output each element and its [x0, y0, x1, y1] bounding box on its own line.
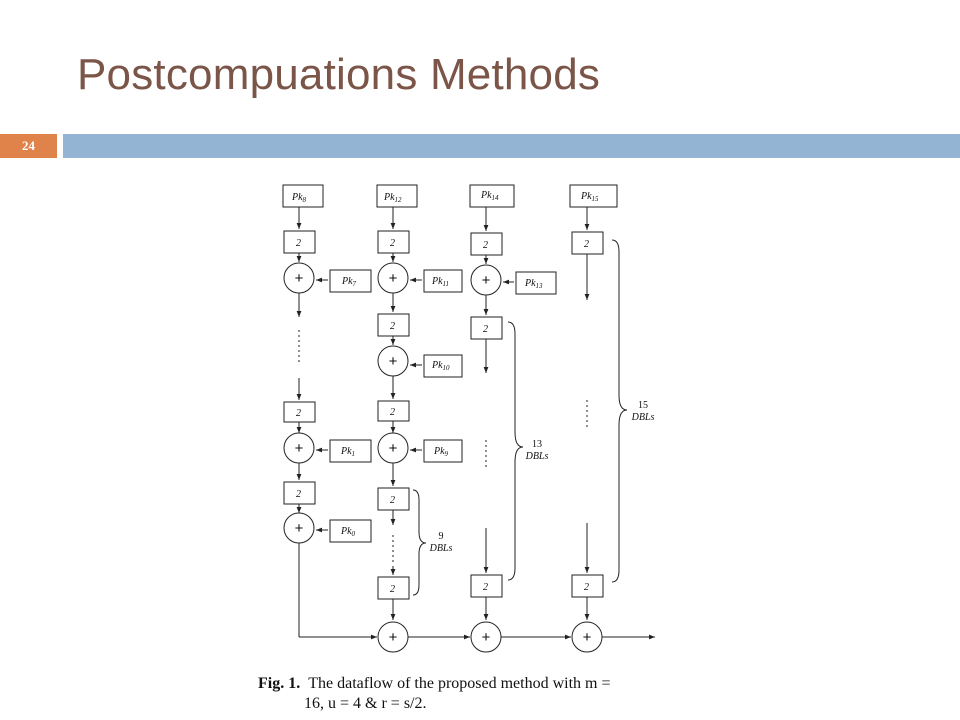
brace-15-dbls [611, 239, 628, 583]
adder-symbol: + [389, 270, 398, 287]
side-input-label-pk11: Pk11 [431, 276, 449, 288]
figure-label: Fig. 1. [258, 675, 301, 692]
brace-13-dbls [507, 321, 524, 581]
adder-symbol: + [482, 629, 491, 646]
brace-9-dbls [412, 489, 427, 596]
adder-symbol: + [389, 629, 398, 646]
adder-symbol: + [583, 629, 592, 646]
side-input-label-pk0: Pk0 [340, 526, 356, 538]
slide-title: Postcompuations Methods [77, 50, 601, 99]
brace-count-13: 13 [532, 439, 542, 450]
side-input-box-pk7 [329, 269, 372, 293]
brace-count-15: 15 [638, 400, 648, 411]
header-bar [63, 134, 960, 158]
side-input-box-pk10 [423, 354, 463, 378]
adder-symbol: + [295, 440, 304, 457]
side-input-label-pk10: Pk10 [431, 360, 450, 372]
dbl-label: 2 [483, 324, 488, 335]
dbl-label: 2 [390, 584, 395, 595]
adder-symbol: + [295, 520, 304, 537]
dbl-label: 2 [483, 582, 488, 593]
brace-label-9: DBLs [429, 543, 453, 554]
dbl-label: 2 [296, 408, 301, 419]
dbl-label: 2 [584, 239, 589, 250]
side-input-box-pk13 [515, 271, 557, 295]
side-input-box-pk0 [329, 519, 372, 543]
slide-number-box [0, 134, 57, 158]
input-label-pk15: Pk15 [580, 191, 599, 203]
adder-symbol: + [482, 272, 491, 289]
input-box-pk8 [282, 184, 324, 208]
adder-symbol: + [295, 270, 304, 287]
side-input-label-pk1: Pk1 [340, 446, 355, 458]
dbl-label: 2 [390, 407, 395, 418]
slide-number: 24 [22, 138, 35, 153]
input-box-pk12 [376, 184, 418, 208]
dbl-label: 2 [390, 495, 395, 506]
dbl-label: 2 [390, 238, 395, 249]
brace-count-9: 9 [439, 531, 444, 542]
adder-symbol: + [389, 440, 398, 457]
side-input-box-pk9 [423, 439, 463, 463]
brace-label-15: DBLs [631, 412, 655, 423]
adder-symbol: + [389, 353, 398, 370]
input-box-pk14 [469, 184, 515, 208]
input-label-pk12: Pk12 [383, 192, 402, 204]
caption-line-2: 16, u = 4 & r = s/2. [304, 695, 427, 712]
dbl-label: 2 [483, 240, 488, 251]
input-box-pk15 [569, 184, 618, 208]
dbl-label: 2 [296, 238, 301, 249]
input-label-pk14: Pk14 [480, 190, 499, 202]
dbl-label: 2 [584, 582, 589, 593]
side-input-box-pk1 [329, 439, 372, 463]
side-input-label-pk9: Pk9 [433, 446, 449, 458]
side-input-label-pk13: Pk13 [524, 278, 543, 290]
input-label-pk8: Pk8 [291, 192, 307, 204]
brace-label-13: DBLs [525, 451, 549, 462]
figure-caption: Fig. 1. The dataflow of the proposed met… [258, 674, 688, 714]
side-input-box-pk11 [423, 269, 463, 293]
dbl-label: 2 [296, 489, 301, 500]
side-input-label-pk7: Pk7 [341, 276, 357, 288]
dbl-label: 2 [390, 321, 395, 332]
caption-line-1: The dataflow of the proposed method with… [308, 675, 611, 692]
